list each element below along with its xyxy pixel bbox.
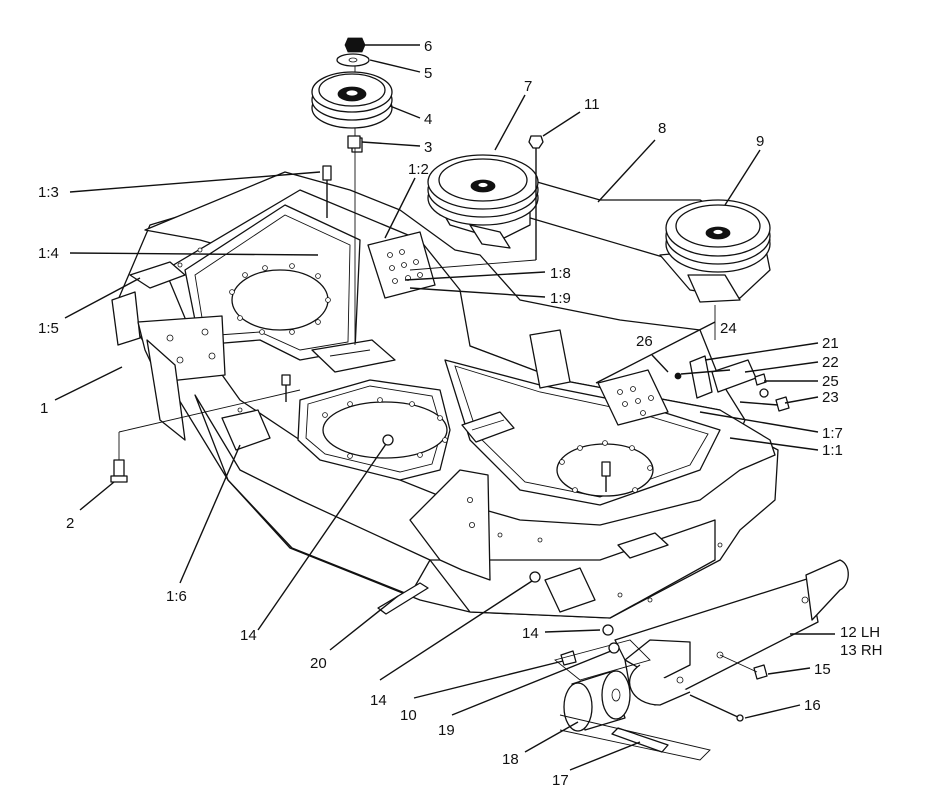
- callout-25: 25: [822, 373, 839, 390]
- leader-lines: [54, 44, 835, 771]
- center-spindle-opening: [322, 401, 448, 459]
- deck-decal: [617, 532, 669, 559]
- pin-26: [674, 372, 682, 380]
- callout-9: 9: [756, 133, 764, 150]
- callout-1-6: 1:6: [166, 588, 187, 605]
- callout-1-8: 1:8: [550, 265, 571, 282]
- idler-slot-plate: [311, 339, 396, 373]
- callout-24: 24: [720, 320, 737, 337]
- callout-17: 17: [552, 772, 569, 789]
- left-spindle-opening: [231, 269, 329, 331]
- wheel-18: [563, 670, 631, 732]
- pulley-4: [311, 71, 393, 129]
- callout-23: 23: [822, 389, 839, 406]
- pulley-9: [659, 199, 771, 303]
- callout-3: 3: [424, 139, 432, 156]
- bolt-1-3: [322, 165, 332, 181]
- decal-1-5: [129, 261, 186, 289]
- callout-10: 10: [400, 707, 417, 724]
- nut-14-lower: [602, 624, 614, 636]
- callout-14-lower: 14: [522, 625, 539, 642]
- axle-16: [689, 694, 741, 719]
- callout-1: 1: [40, 400, 48, 417]
- bolt-11: [528, 135, 544, 149]
- baffle-right: [597, 369, 669, 426]
- callout-8: 8: [658, 120, 666, 137]
- callout-1-7: 1:7: [822, 425, 843, 442]
- nut-23: [775, 396, 790, 412]
- callout-7: 7: [524, 78, 532, 95]
- callout-15: 15: [814, 661, 831, 678]
- callout-14-center: 14: [240, 627, 257, 644]
- callout-1-9: 1:9: [550, 290, 571, 307]
- center-slot-plate: [461, 411, 515, 443]
- bolt-15: [753, 664, 768, 680]
- arm-handle: [805, 559, 849, 621]
- callout-16: 16: [804, 697, 821, 714]
- washer-25: [759, 388, 769, 398]
- callout-2: 2: [66, 515, 74, 532]
- deck-bolt-holes: [177, 247, 723, 603]
- callout-1-2: 1:2: [408, 161, 429, 178]
- callout-18: 18: [502, 751, 519, 768]
- callout-labels: 6 5 4 3 7 11 8 9 1:3 1:2 1:4 1:8 1:9 1:5…: [38, 38, 883, 789]
- spacer-3: [347, 135, 361, 149]
- callout-1-1: 1:1: [822, 442, 843, 459]
- nut-14-center: [382, 434, 394, 446]
- bolt-22: [754, 373, 767, 386]
- callout-20: 20: [310, 655, 327, 672]
- right-rear-bracket: [529, 329, 571, 389]
- callout-13-rh: 13 RH: [840, 642, 883, 659]
- nut-14-front: [529, 571, 541, 583]
- center-pulley-stack: [311, 37, 393, 345]
- callout-14-front: 14: [370, 692, 387, 709]
- blade-20: [377, 582, 429, 615]
- shaft-17: [611, 727, 669, 753]
- front-right-bracket: [544, 567, 596, 613]
- gauge-wheel-arm: [614, 559, 849, 722]
- right-bracket-assembly: [674, 355, 790, 412]
- plate-24: [689, 355, 713, 399]
- callout-1-5: 1:5: [38, 320, 59, 337]
- callout-11: 11: [584, 96, 600, 113]
- decal-1-6: [221, 409, 271, 451]
- callout-6: 6: [424, 38, 432, 55]
- callout-21: 21: [822, 335, 839, 352]
- callout-19: 19: [438, 722, 455, 739]
- nut-6: [344, 37, 366, 53]
- callout-1-4: 1:4: [38, 245, 59, 262]
- callout-1-3: 1:3: [38, 184, 59, 201]
- callout-5: 5: [424, 65, 432, 82]
- roller-hardware: [110, 389, 711, 761]
- bolt-2: [113, 459, 125, 477]
- mower-deck: [111, 137, 779, 619]
- callout-22: 22: [822, 354, 839, 371]
- pulley-7: [427, 154, 539, 249]
- callout-4: 4: [424, 111, 432, 128]
- callout-12-lh: 12 LH: [840, 624, 880, 641]
- nut-19: [608, 642, 620, 654]
- belt-drive: [409, 135, 771, 340]
- callout-26: 26: [636, 333, 653, 350]
- bracket-21: [711, 359, 757, 393]
- left-hanger-bracket: [111, 291, 141, 346]
